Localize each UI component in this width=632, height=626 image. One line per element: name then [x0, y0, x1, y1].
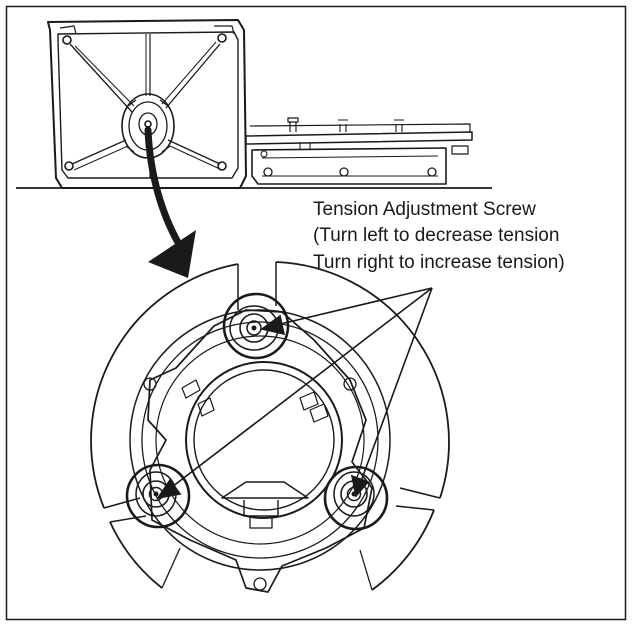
leader-arrows: [156, 287, 433, 500]
mount-plate: [90, 261, 450, 593]
annotation-title: Tension Adjustment Screw: [313, 199, 536, 220]
monitor-assembly: [16, 19, 492, 189]
figure-frame: [5, 5, 627, 621]
annotation-turn-right: Turn right to increase tension): [313, 252, 565, 273]
zoom-arrow: [144, 126, 196, 278]
annotation-turn-left: (Turn left to decrease tension: [313, 225, 560, 246]
